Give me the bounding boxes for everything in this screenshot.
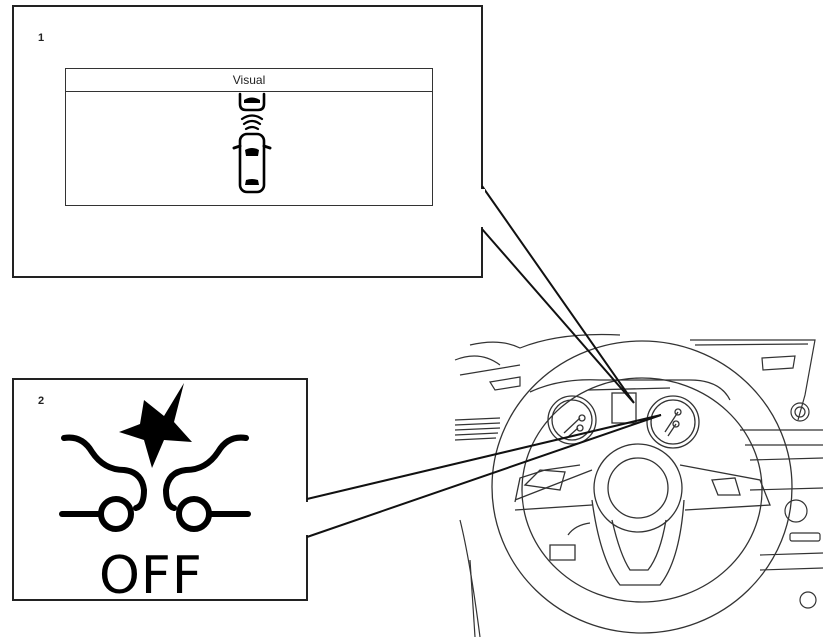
leader-line-2	[306, 414, 662, 538]
instrument-cluster	[529, 379, 731, 449]
left-vehicle-icon	[59, 434, 148, 532]
collision-star-icon	[119, 383, 192, 468]
lead-vehicle-icon	[238, 92, 266, 112]
dashboard-lines	[454, 333, 823, 637]
own-vehicle-icon	[232, 132, 272, 194]
center-display	[611, 392, 637, 424]
right-vehicle-icon	[162, 434, 251, 532]
forward-collision-warning-off-icon	[59, 383, 251, 532]
right-gauge	[646, 395, 700, 449]
sensor-wave-icon	[240, 114, 264, 131]
left-gauge	[547, 395, 597, 445]
callout-number-2: 2	[38, 395, 45, 407]
callout-box-1: 1 Visual	[12, 5, 483, 278]
steering-wheel	[491, 340, 793, 634]
off-label: OFF	[99, 546, 203, 606]
callout-number-1: 1	[38, 32, 45, 44]
callout-box-2: 2 OFF	[12, 378, 308, 606]
vehicle-ahead-detection-icon	[232, 92, 272, 194]
visual-display-panel: Visual	[65, 68, 433, 206]
display-header: Visual	[66, 69, 432, 92]
leader-line-1	[481, 185, 635, 404]
